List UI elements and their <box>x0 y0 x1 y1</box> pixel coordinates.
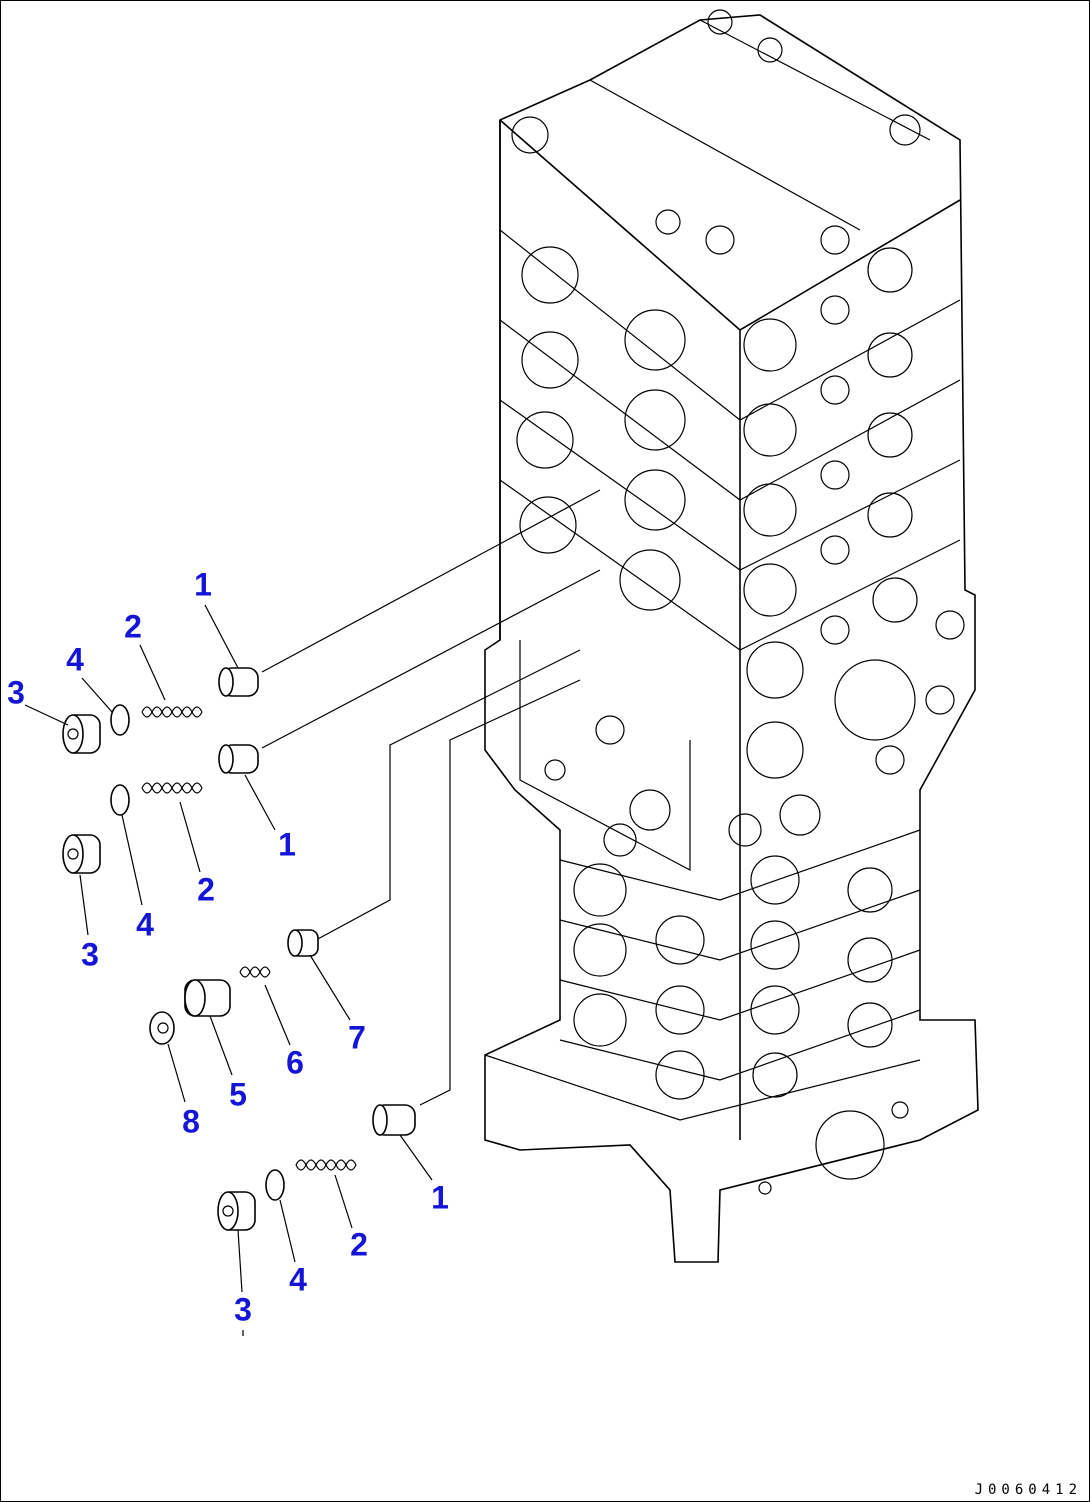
part-sleeve-5 <box>184 979 231 1017</box>
callout-2: 2 <box>350 1226 368 1263</box>
part-spool-1c <box>372 1104 416 1136</box>
part-oring-4c <box>265 1169 285 1201</box>
part-spring-2c <box>295 1159 357 1171</box>
callout-1: 1 <box>431 1179 449 1216</box>
part-plug-7 <box>287 929 319 957</box>
callout-5: 5 <box>229 1076 247 1113</box>
part-spool-1b <box>218 744 259 774</box>
part-spring-2b <box>141 782 203 794</box>
part-spring-2a <box>141 706 203 718</box>
callout-2: 2 <box>124 608 142 645</box>
callout-3: 3 <box>234 1291 252 1328</box>
callout-7: 7 <box>348 1019 366 1056</box>
part-spool-1a <box>218 667 259 697</box>
callout-6: 6 <box>286 1044 304 1081</box>
callout-4: 4 <box>136 906 154 943</box>
callout-2: 2 <box>197 871 215 908</box>
valve-ports <box>511 9 965 1195</box>
callout-8: 8 <box>182 1103 200 1140</box>
drawing-code: J0060412 <box>974 1482 1082 1498</box>
part-plug-3a <box>62 714 101 754</box>
callout-1: 1 <box>278 826 296 863</box>
part-oring-4b <box>110 784 130 816</box>
assembly-lines <box>261 489 601 1106</box>
callout-leaders <box>24 604 433 1336</box>
control-valve-body <box>484 14 979 1263</box>
callout-3: 3 <box>81 936 99 973</box>
part-plug-3c <box>217 1191 256 1231</box>
callout-1: 1 <box>194 566 212 603</box>
part-nut-8 <box>149 1011 175 1045</box>
part-plug-3b <box>62 834 101 874</box>
callout-3: 3 <box>7 674 25 711</box>
callout-4: 4 <box>66 641 84 678</box>
callout-4: 4 <box>289 1261 307 1298</box>
part-oring-4a <box>110 704 130 736</box>
part-spring-6 <box>239 966 271 978</box>
